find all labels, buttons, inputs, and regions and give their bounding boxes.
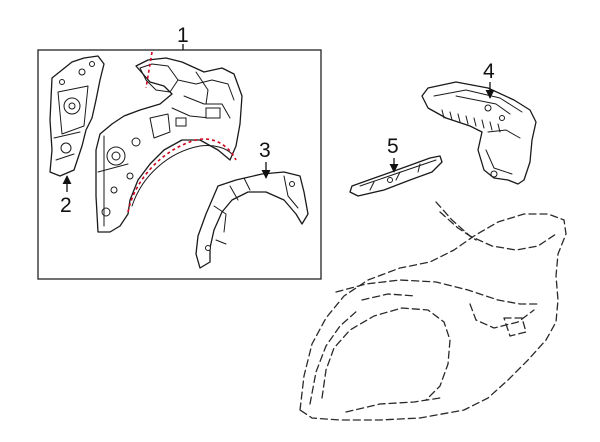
part-4-quarter-inner-panel[interactable] — [421, 81, 537, 185]
part-1-inner-wheelhouse-assembly[interactable] — [95, 57, 243, 233]
cut-line-red — [127, 138, 237, 213]
callout-1[interactable]: 1 — [177, 24, 189, 47]
part-2-inner-panel[interactable] — [49, 55, 105, 177]
callout-2[interactable]: 2 — [60, 194, 72, 217]
callout-5[interactable]: 5 — [387, 135, 399, 158]
callout-4[interactable]: 4 — [483, 60, 495, 83]
part-3-outer-wheelhouse[interactable] — [195, 171, 309, 269]
phantom-quarter-panel — [299, 201, 567, 421]
cut-line-red-upper — [145, 51, 153, 89]
assembly-inset-frame — [37, 49, 322, 280]
callout-3[interactable]: 3 — [259, 139, 271, 162]
part-5-reinforcement-bar[interactable] — [349, 155, 443, 197]
